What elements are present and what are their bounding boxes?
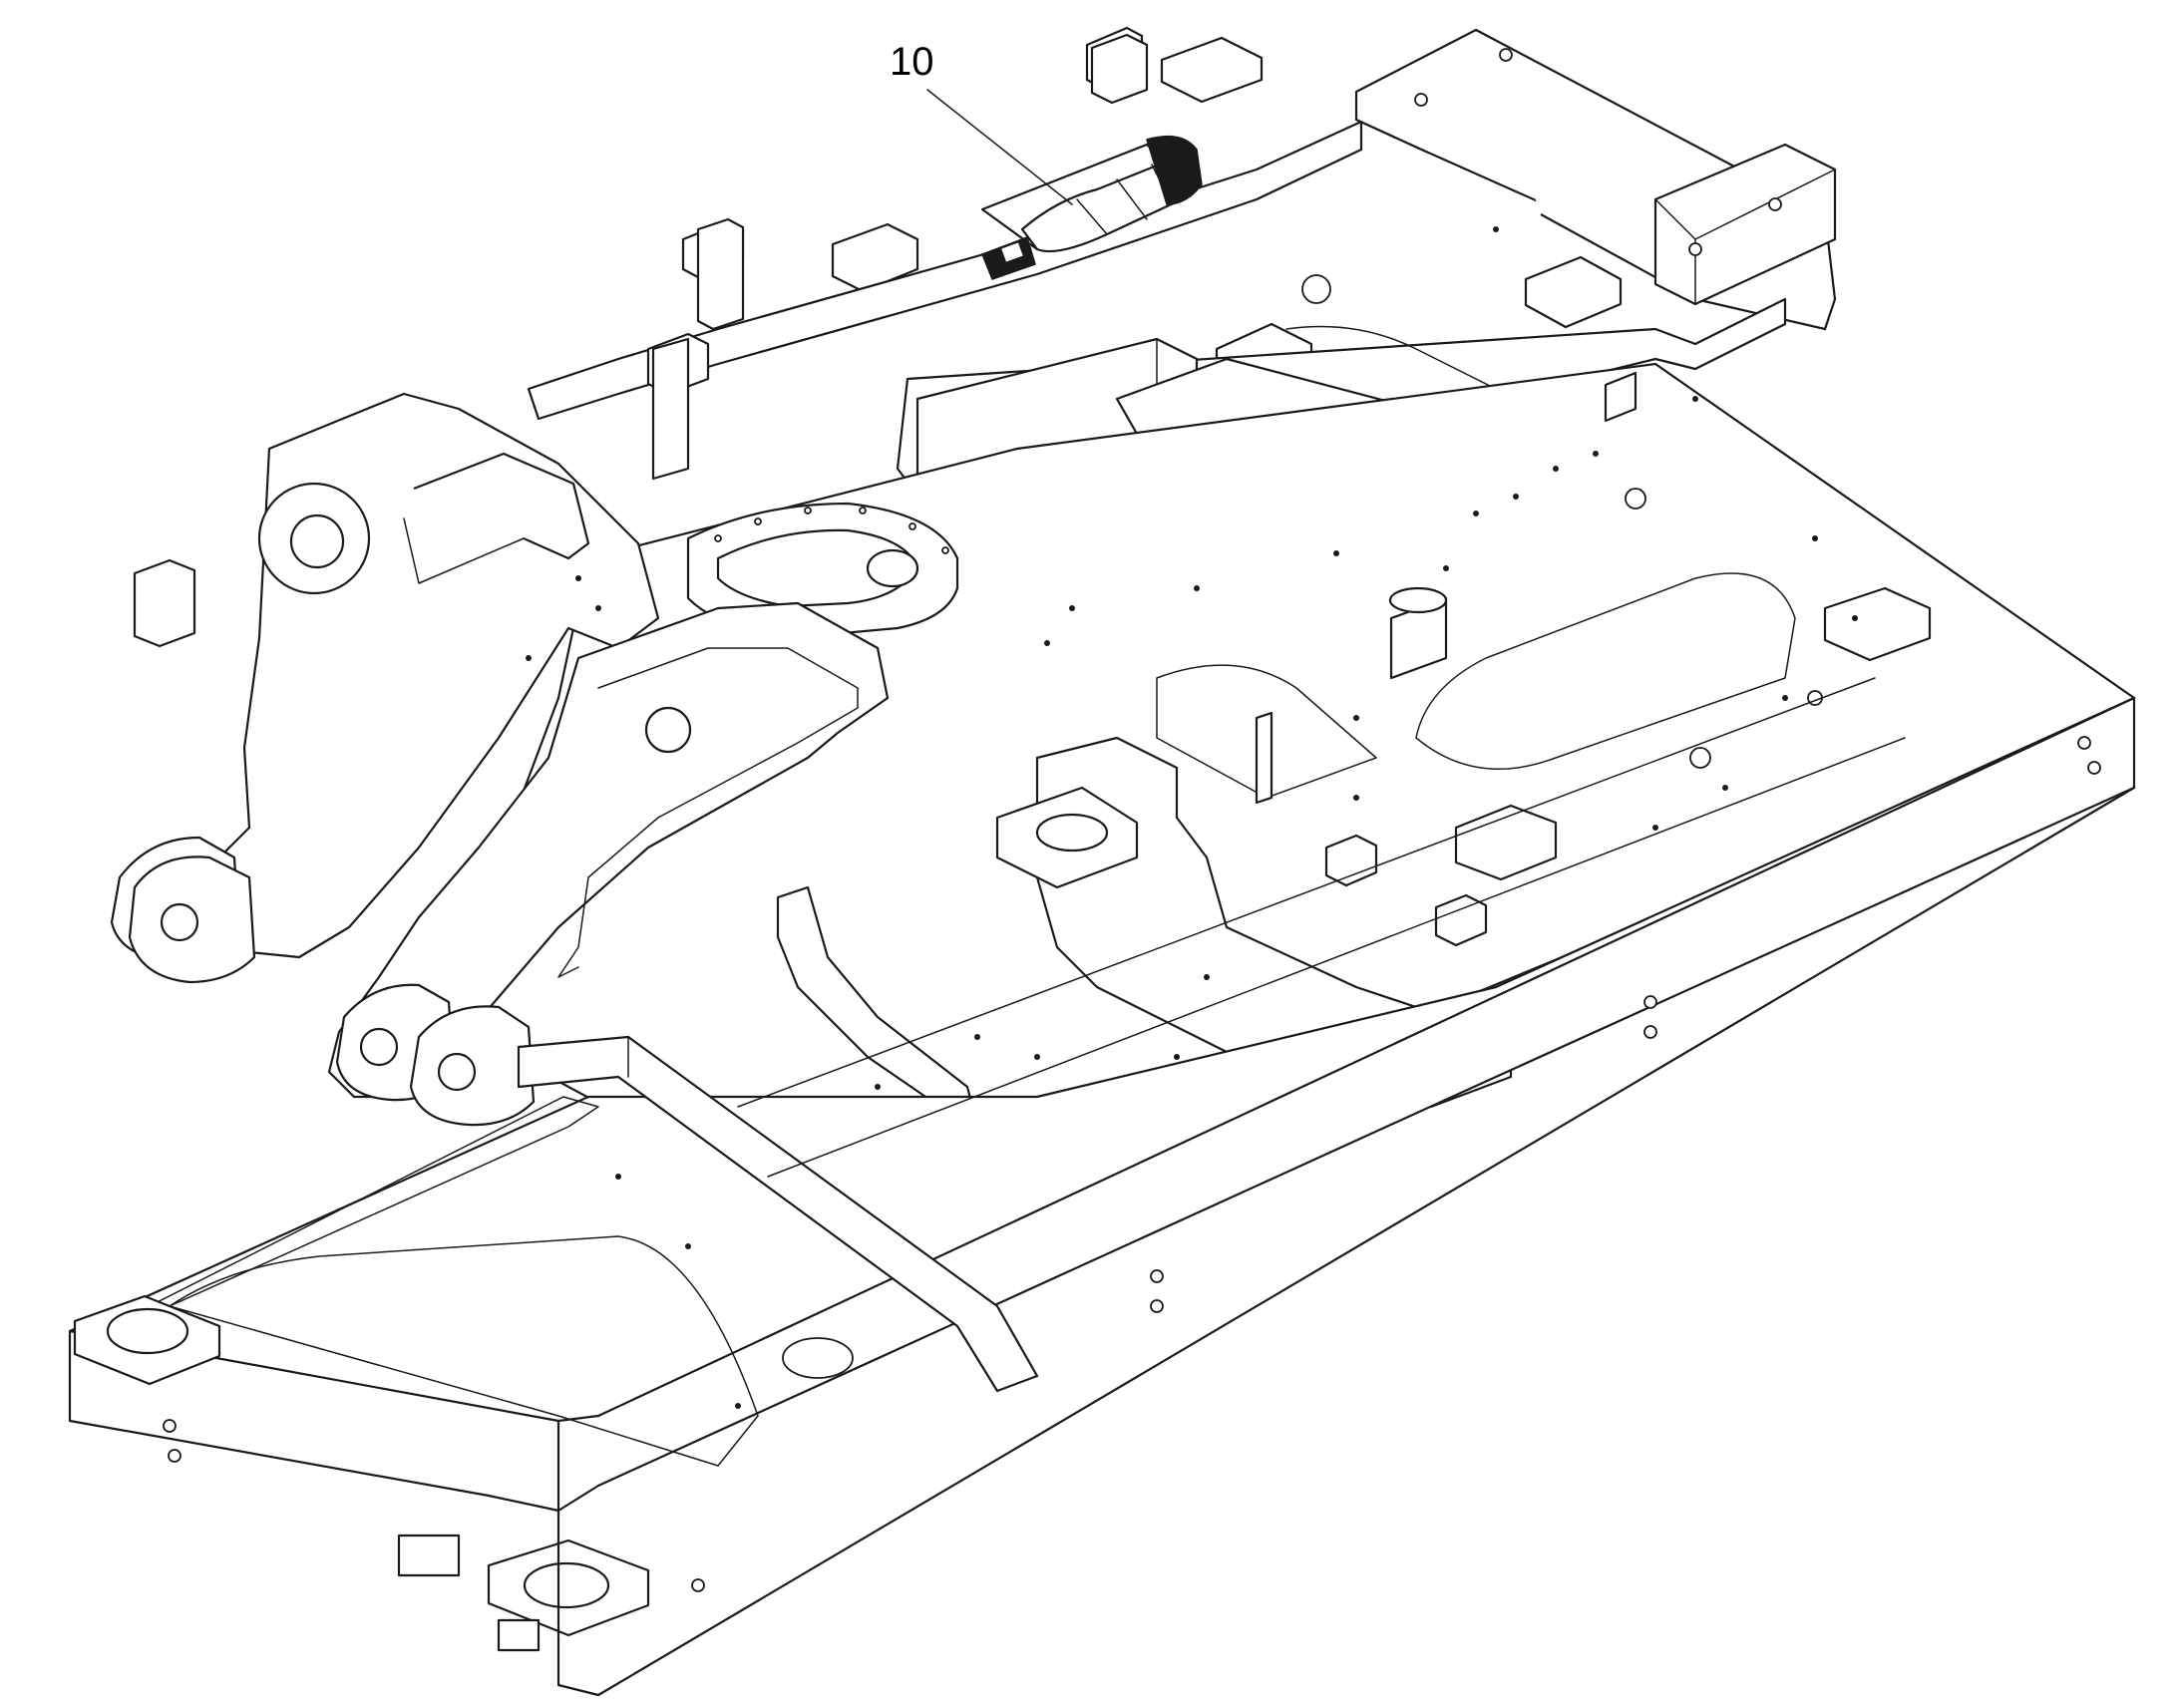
front-rail: [517, 677, 1906, 1393]
boom-mount-right: [327, 601, 890, 1127]
leader-line: [926, 89, 1073, 205]
brackets: [133, 33, 1637, 648]
callout-10: 10: [890, 40, 1073, 205]
item-10-cylinder: [980, 135, 1203, 280]
rear-frame: [681, 26, 1837, 396]
callout-label: 10: [890, 40, 934, 84]
fastener-points: [526, 226, 1858, 1409]
lower-main-frame: [68, 696, 2136, 1697]
boom-mount-left: [110, 392, 660, 984]
slew-ring: [686, 502, 959, 640]
